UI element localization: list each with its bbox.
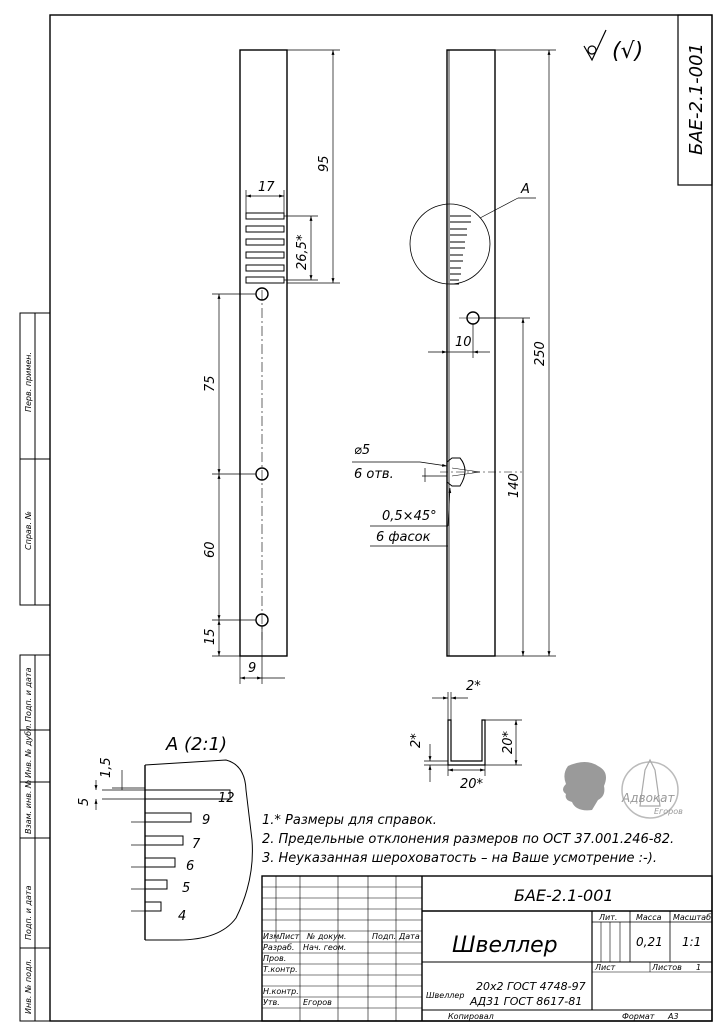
roughness-text: (√) [612, 39, 643, 64]
rotated-designation-box: БАЕ-2.1-001 [677, 14, 713, 186]
detail-title: А (2:1) [165, 734, 227, 755]
side-sprav-no: Справ. № [24, 511, 33, 550]
dim-60: 60 [203, 541, 218, 558]
tb-col-izm: Изм. [263, 932, 282, 941]
side-podp-data-2: Подп. и дата [24, 885, 33, 940]
section-left-dim: 2* [409, 733, 424, 748]
right-dim-labels: 10 250 140 ⌀5 6 отв. 0,5×45° 6 фасок [354, 335, 548, 545]
tb-part-name: Швеллер [452, 933, 558, 958]
note-2: 2. Предельные отклонения размеров по ОСТ… [262, 832, 674, 847]
right-view: А [409, 49, 536, 657]
tb-material-line2: АД31 ГОСТ 8617-81 [469, 995, 582, 1008]
detail-slot-6: 6 [186, 859, 194, 874]
hole-diameter: ⌀5 [354, 443, 370, 458]
tb-mass-value: 0,21 [636, 935, 663, 949]
hole-count: 6 отв. [354, 467, 394, 482]
chamfer-size: 0,5×45° [382, 509, 437, 524]
advokat-logo-text: Адвокат [621, 791, 676, 805]
tb-razrab-name: Нач. геом. [303, 943, 346, 952]
side-podp-data-1: Подп. и дата [24, 667, 33, 722]
side-perv-primen: Перв. примен. [24, 352, 33, 412]
tb-material-prefix: Швеллер [426, 991, 464, 1000]
right-hole-section [440, 457, 522, 487]
left-slots [245, 212, 285, 284]
dim-140: 140 [507, 473, 522, 498]
tb-col-date: Дата [398, 932, 420, 941]
portrait-logo [563, 762, 606, 811]
note-3: 3. Неуказанная шероховатость – на Ваше у… [262, 851, 657, 866]
detail-circle [409, 203, 491, 285]
tb-utv-name: Егоров [303, 998, 332, 1007]
advokat-logo: Адвокат Егоров [621, 758, 683, 819]
detail-dim-5: 5 [77, 798, 92, 806]
sheet-frame [49, 14, 713, 1022]
tb-material-line1: 20х2 ГОСТ 4748-97 [476, 980, 586, 993]
channel-section: 2* 2* 20* 20* [409, 679, 522, 792]
note-1: 1.* Размеры для справок. [262, 813, 437, 828]
detail-slot-5: 5 [182, 881, 190, 896]
tb-copied: Копировал [448, 1012, 494, 1021]
section-bottom-dim: 20* [460, 777, 484, 792]
tb-row-nkontr: Н.контр. [263, 987, 299, 996]
tb-sheets-label: Листов [651, 963, 682, 972]
detail-slot-9: 9 [202, 813, 210, 828]
left-view [239, 49, 288, 657]
detail-slots [144, 789, 231, 912]
side-inv-podl: Инв. № подл. [24, 959, 33, 1014]
side-stamp [19, 312, 51, 1022]
tb-sheet-label: Лист [594, 963, 616, 972]
side-inv-dubl: Инв. № дубл. [24, 723, 33, 778]
advokat-logo-sub: Егоров [654, 807, 683, 816]
dim-250: 250 [533, 341, 548, 366]
detail-slot-12: 12 [218, 791, 235, 806]
detail-view: А (2:1) 1,5 5 12 9 7 6 [77, 734, 253, 941]
detail-a-marker: А [520, 182, 530, 197]
tb-col-list: Лист [278, 932, 300, 941]
dim-17: 17 [258, 180, 275, 195]
tb-sheets-value: 1 [696, 963, 701, 972]
dim-95: 95 [317, 155, 332, 172]
tb-format-label: Формат [622, 1012, 655, 1021]
dim-15: 15 [203, 628, 218, 645]
left-dim-labels: 95 17 26,5* 75 60 15 9 [203, 155, 332, 676]
roughness-symbol: (√) [583, 29, 643, 64]
detail-slot-7: 7 [192, 837, 201, 852]
title-block-text: БАЕ-2.1-001 Швеллер Швеллер 20х2 ГОСТ 47… [263, 886, 711, 1021]
tb-row-tkontr: Т.контр. [263, 965, 298, 974]
tb-designation: БАЕ-2.1-001 [514, 886, 614, 905]
dim-10: 10 [455, 335, 472, 350]
detail-slot-4: 4 [178, 909, 186, 924]
tb-scale-label: Масштаб [673, 913, 711, 922]
tb-mass-label: Масса [636, 913, 662, 922]
tb-col-sign: Подп. [372, 932, 396, 941]
section-top-dim: 2* [466, 679, 481, 694]
dim-26-5: 26,5* [295, 234, 310, 270]
side-vzam-inv: Взам. инв. № [24, 780, 33, 834]
tb-scale-value: 1:1 [682, 935, 701, 949]
technical-notes: 1.* Размеры для справок. 2. Предельные о… [262, 813, 674, 866]
detail-dim-1-5: 1,5 [99, 757, 114, 778]
dim-9: 9 [248, 661, 256, 676]
rotated-designation: БАЕ-2.1-001 [686, 43, 707, 155]
right-dimensions [352, 49, 556, 657]
tb-lit-label: Лит. [598, 913, 617, 922]
tb-row-razrab: Разраб. [263, 943, 294, 952]
dim-75: 75 [203, 375, 218, 392]
chamfer-count: 6 фасок [376, 530, 431, 545]
title-block [261, 875, 713, 1022]
tb-format-value: А3 [667, 1012, 679, 1021]
right-slots [450, 215, 471, 285]
left-dimensions [212, 49, 340, 684]
tb-col-docnum: № докум. [306, 932, 346, 941]
tb-row-prov: Пров. [263, 954, 286, 963]
side-stamp-labels: Перв. примен. Справ. № Подп. и дата Инв.… [24, 352, 33, 1014]
tb-row-utv: Утв. [263, 998, 280, 1007]
section-right-dim: 20* [501, 730, 516, 754]
